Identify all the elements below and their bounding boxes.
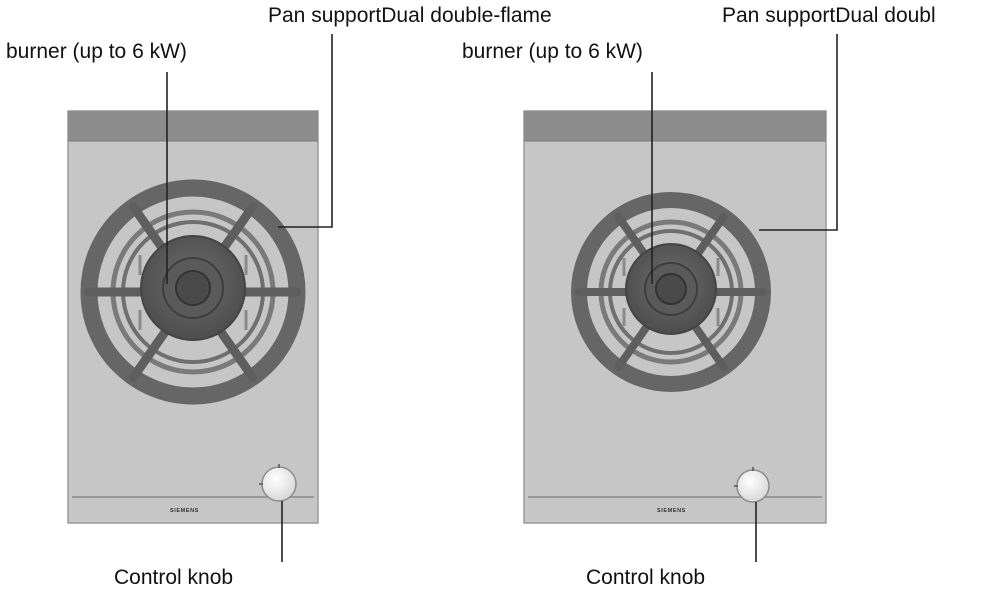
left-control-knob-label: Control knob <box>114 566 234 589</box>
right-leader-lines <box>651 34 838 562</box>
left-burner <box>140 235 246 341</box>
left-burner-label-line2: burner (up to 6 kW) <box>6 40 187 63</box>
left-hob: SIEMENS <box>67 34 333 562</box>
left-hob-top-strip <box>68 111 318 141</box>
right-pan-support-label: Pan supportDual doubl <box>722 4 936 27</box>
left-leader-lines <box>166 34 333 562</box>
right-control-knob[interactable] <box>734 467 770 503</box>
left-hob-brand: SIEMENS <box>170 508 199 514</box>
right-burner-label-line2: burner (up to 6 kW) <box>462 40 643 63</box>
right-burner <box>625 243 717 335</box>
left-burner-label-line1: Pan supportDual double-flame <box>268 4 552 27</box>
right-hob-top-strip <box>524 111 826 141</box>
right-hob-brand: SIEMENS <box>657 508 686 514</box>
right-control-knob-label: Control knob <box>586 566 706 589</box>
left-control-knob[interactable] <box>259 464 297 502</box>
right-hob: SIEMENS <box>523 34 838 562</box>
